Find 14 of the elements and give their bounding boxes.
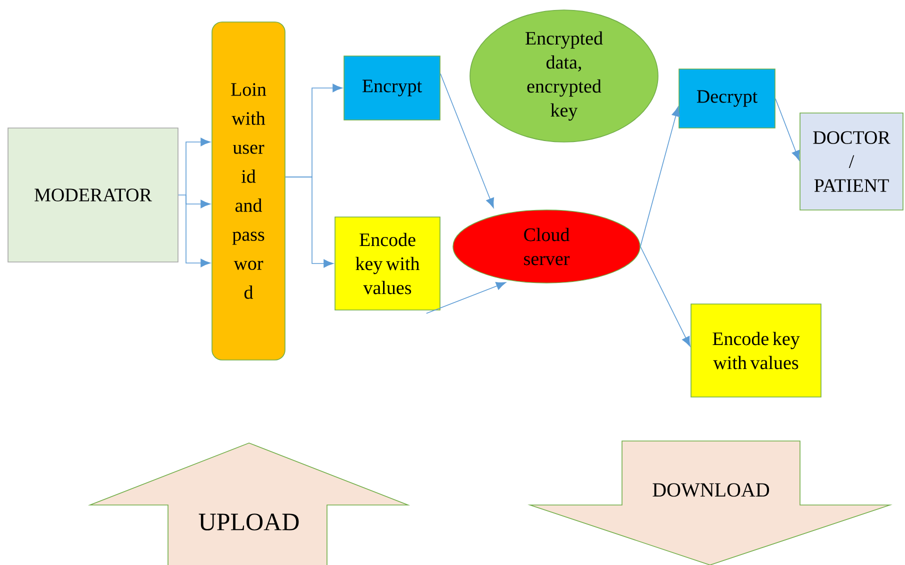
user-box: DOCTOR / PATIENT (800, 112, 904, 210)
process-box: Encrypt (344, 56, 440, 120)
login-box: Loin with user id and pass wor d (212, 22, 286, 360)
process-box: Encode key with values (690, 304, 822, 398)
arrow (426, 282, 506, 314)
arrow (178, 138, 210, 268)
process-box: Encode key with values (334, 216, 440, 310)
moderator-box: MODERATOR (8, 128, 178, 262)
arrow (285, 176, 334, 268)
process-box: Decrypt (678, 68, 776, 128)
arrow (640, 106, 680, 247)
arrow (775, 98, 800, 160)
arrow (440, 73, 494, 208)
arrow (640, 246, 690, 347)
